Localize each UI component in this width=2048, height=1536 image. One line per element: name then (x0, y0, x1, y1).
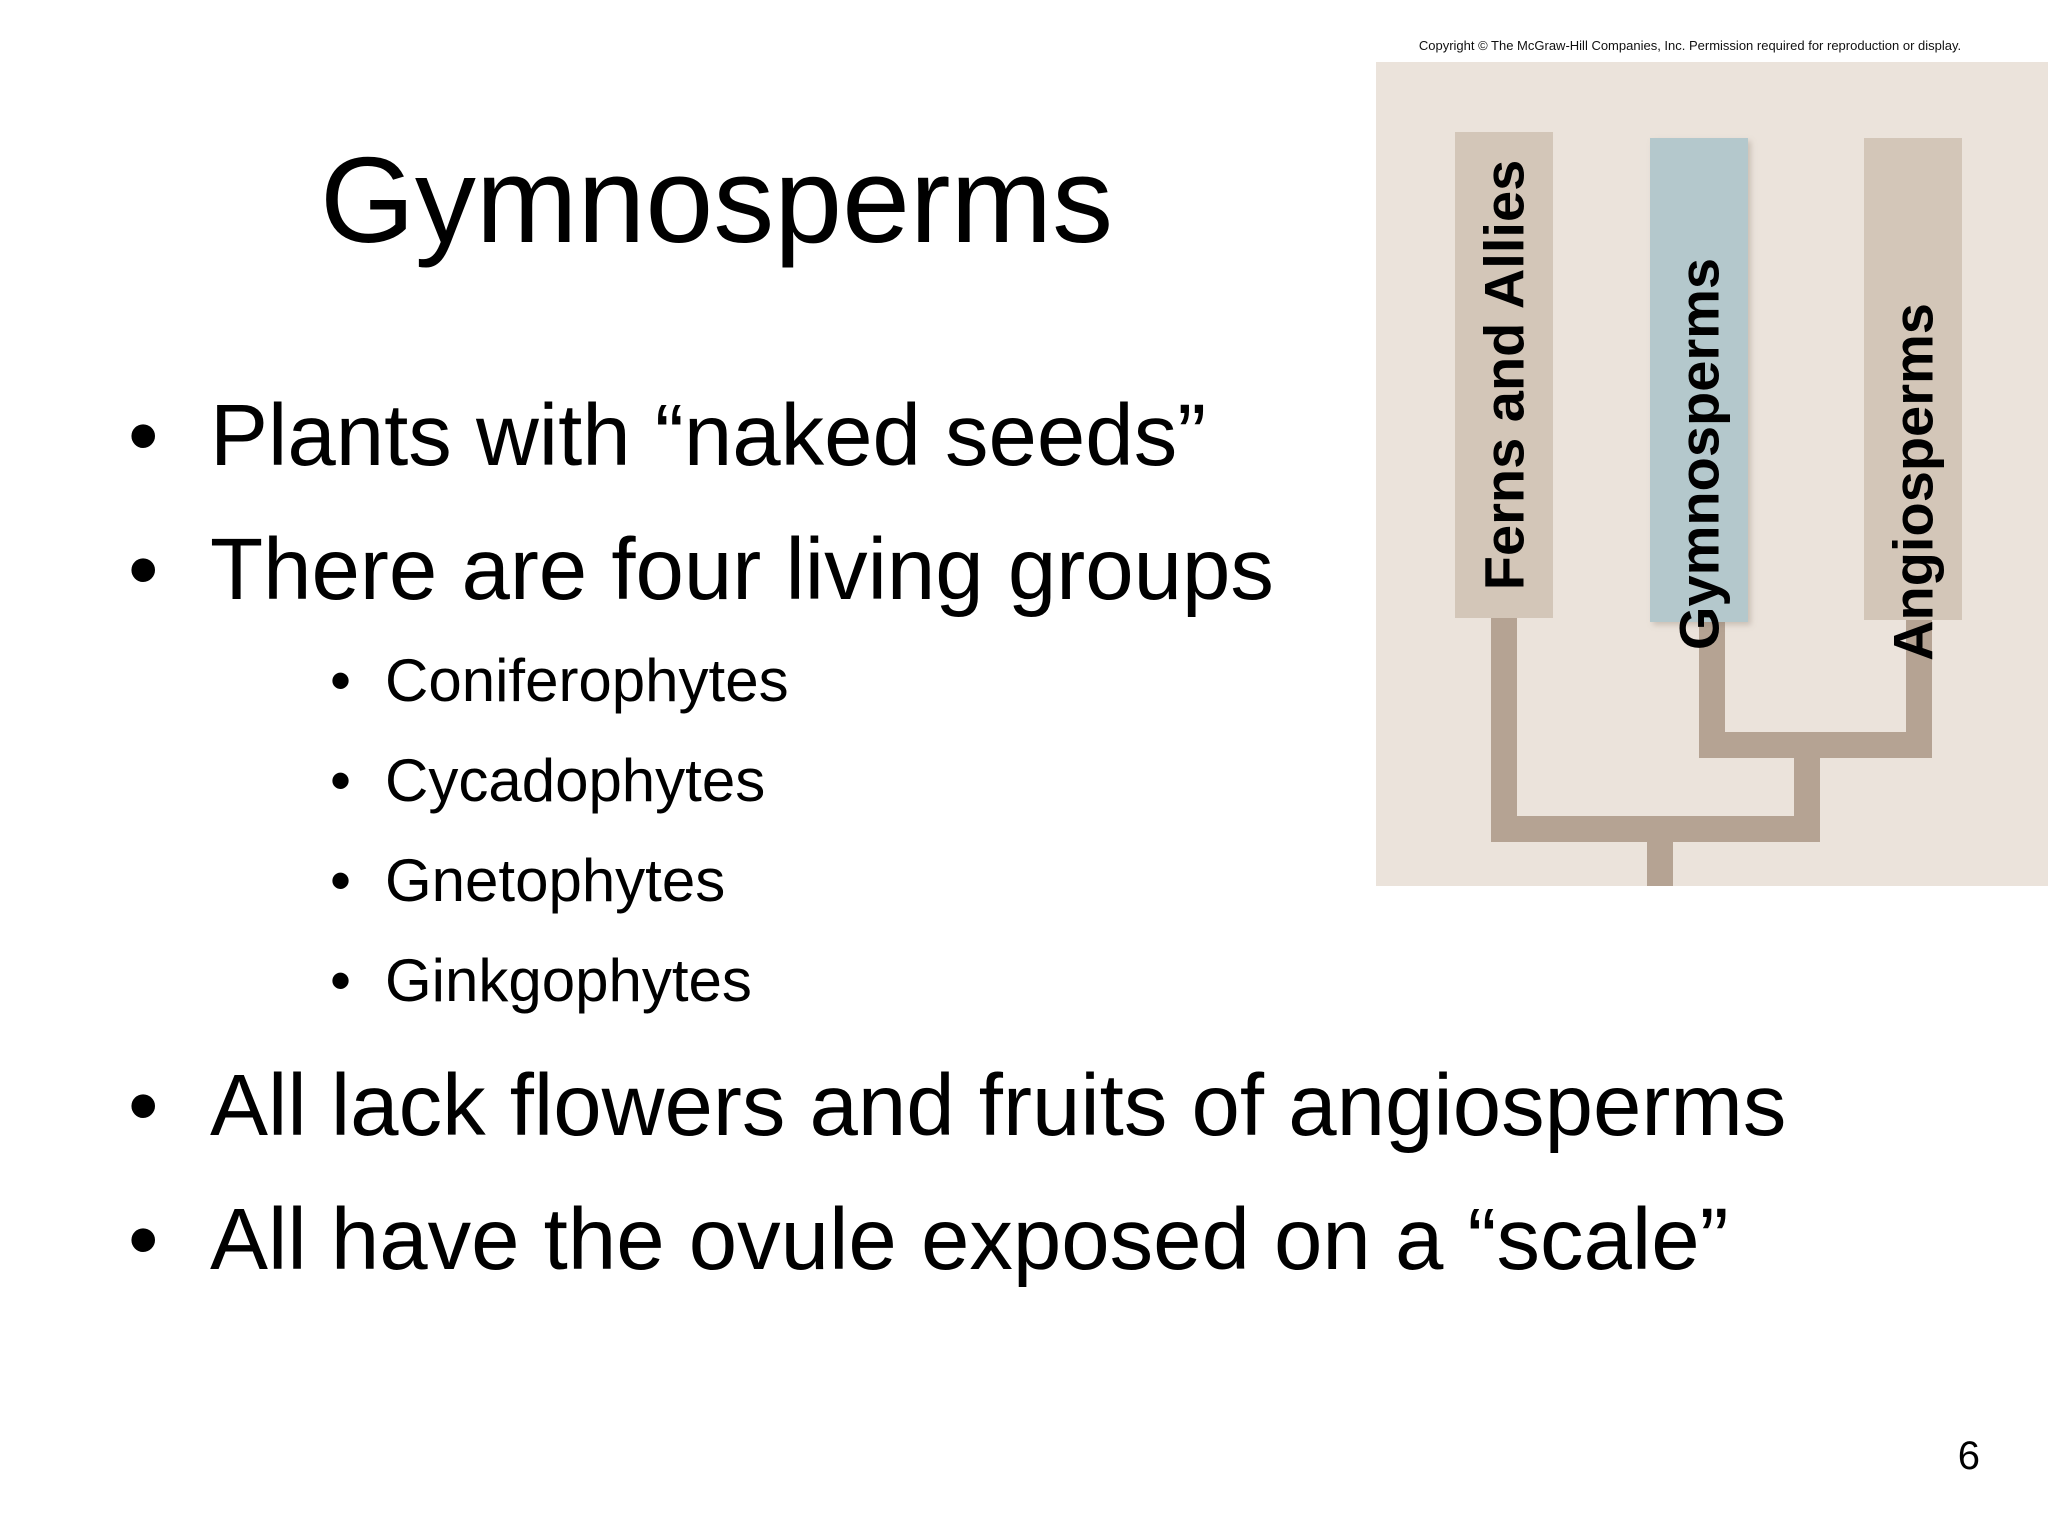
bullet-glyph: • (330, 947, 352, 1014)
branch-ferns (1491, 610, 1517, 840)
bullet-text: All lack flowers and fruits of angiosper… (210, 1057, 1787, 1154)
sub-bullet-item: • Cycadophytes (330, 746, 765, 816)
sub-bullet-item: • Coniferophytes (330, 646, 789, 716)
bullet-text: There are four living groups (210, 521, 1274, 618)
sub-bullet-item: • Ginkgophytes (330, 946, 752, 1016)
angiosperms-box (1864, 138, 1962, 620)
bullet-glyph: • (330, 847, 352, 914)
gymnosperms-box (1650, 138, 1748, 622)
page-number: 6 (1957, 1434, 1980, 1478)
ferns-label: Ferns and Allies (1473, 160, 1536, 591)
bullet-glyph: • (128, 387, 159, 484)
bullet-glyph: • (128, 521, 159, 618)
bullet-glyph: • (330, 647, 352, 714)
phylogeny-tree-diagram: Ferns and Allies Gymnosperms Angiosperms (1376, 62, 2048, 886)
sub-bullet-text: Ginkgophytes (385, 947, 752, 1014)
taxon-box-gymnosperms: Gymnosperms (1650, 138, 1748, 650)
sub-bullet-text: Gnetophytes (385, 847, 726, 914)
bullet-glyph: • (128, 1191, 159, 1288)
branch-root-stem (1647, 816, 1673, 886)
gymnosperms-label: Gymnosperms (1668, 258, 1731, 650)
bullet-item: • All lack flowers and fruits of angiospe… (120, 1056, 1786, 1156)
angiosperms-label: Angiosperms (1882, 303, 1945, 661)
sub-bullet-text: Cycadophytes (385, 747, 766, 814)
bullet-text: All have the ovule exposed on a “scale” (210, 1191, 1729, 1288)
phylogeny-figure: Ferns and Allies Gymnosperms Angiosperms (1376, 62, 2048, 886)
ferns-box (1455, 132, 1553, 618)
bullet-text: Plants with “naked seeds” (210, 387, 1207, 484)
sub-bullet-text: Coniferophytes (385, 647, 789, 714)
copyright-notice: Copyright © The McGraw-Hill Companies, I… (1418, 38, 1962, 53)
taxon-box-angiosperms: Angiosperms (1864, 138, 1962, 661)
bullet-glyph: • (330, 747, 352, 814)
bullet-item: • Plants with “naked seeds” (120, 386, 1206, 486)
phylogeny-branches (1491, 610, 1932, 886)
sub-bullet-item: • Gnetophytes (330, 846, 725, 916)
slide-title: Gymnosperms (320, 132, 1114, 268)
bullet-item: • All have the ovule exposed on a “scale” (120, 1190, 1729, 1290)
bullet-glyph: • (128, 1057, 159, 1154)
bullet-item: • There are four living groups (120, 520, 1274, 620)
taxon-box-ferns: Ferns and Allies (1455, 132, 1553, 618)
